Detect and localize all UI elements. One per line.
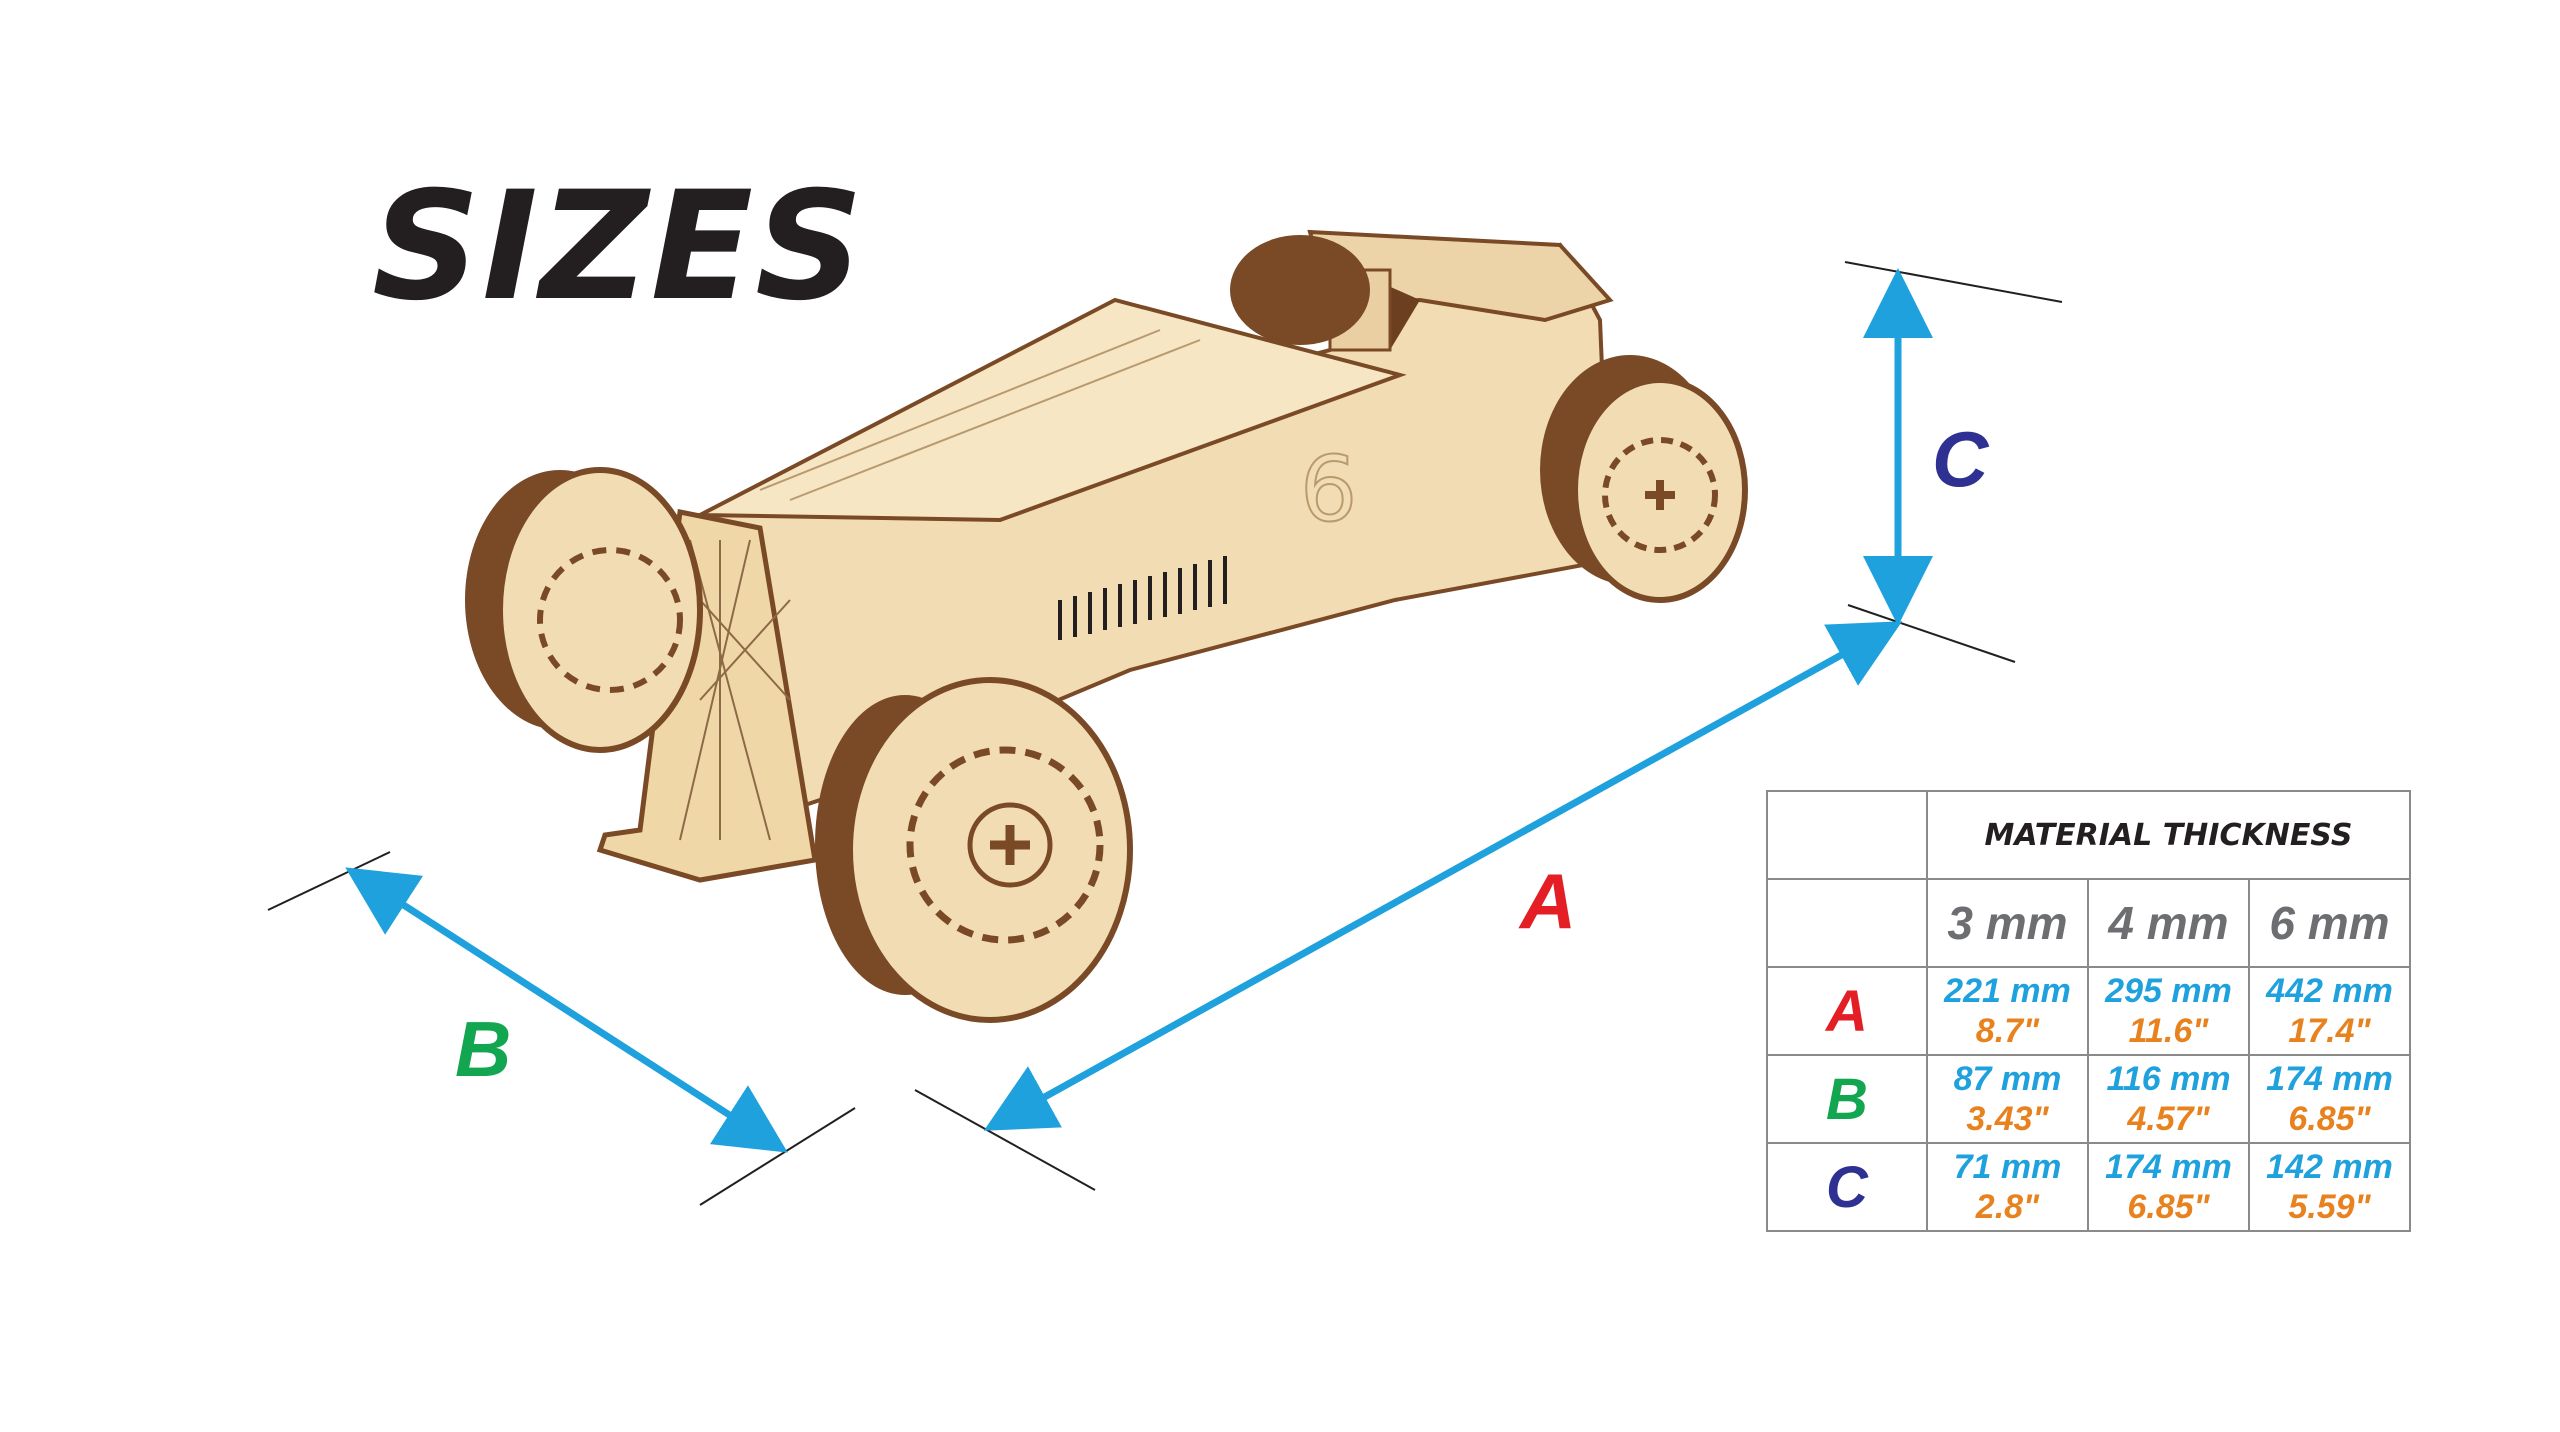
dimension-label-c: C [1932, 415, 1989, 503]
table-header: MATERIAL THICKNESS [1926, 790, 2411, 880]
value-inch: 6.85" [2127, 1188, 2210, 1226]
thickness-3mm: 3 mm [1926, 878, 2089, 968]
value-mm: 87 mm [1953, 1060, 2062, 1098]
value-mm: 116 mm [2106, 1060, 2231, 1098]
value-mm: 221 mm [1944, 972, 2071, 1010]
value-inch: 2.8" [1975, 1188, 2040, 1226]
arrow-b [345, 867, 788, 1153]
dimension-label-a: A [1520, 857, 1577, 945]
value-mm: 142 mm [2266, 1148, 2393, 1186]
row-label-c: C [1766, 1142, 1928, 1232]
value-inch: 5.59" [2288, 1188, 2371, 1226]
value-inch: 4.57" [2127, 1100, 2210, 1138]
row-label-a: A [1766, 966, 1928, 1056]
material-thickness-table: MATERIAL THICKNESS 3 mm 4 mm 6 mm A 221 … [1766, 790, 2411, 1232]
wheel-front-right [815, 677, 1133, 1023]
value-inch: 6.85" [2288, 1100, 2371, 1138]
value-inch: 11.6" [2128, 1012, 2209, 1050]
table-corner [1766, 790, 1928, 880]
dimension-label-b: B [455, 1005, 512, 1093]
value-mm: 174 mm [2105, 1148, 2232, 1186]
value-mm: 174 mm [2266, 1060, 2393, 1098]
row-label-b: B [1766, 1054, 1928, 1144]
wheel-rear-right [1540, 355, 1748, 603]
dimension-arrows [345, 268, 1933, 1153]
wheel-rear-left [1230, 235, 1370, 345]
arrow-a [983, 621, 1903, 1131]
value-inch: 17.4" [2288, 1012, 2371, 1050]
value-mm: 442 mm [2266, 972, 2393, 1010]
wheel-front-left [465, 467, 703, 753]
page-title: SIZES [372, 160, 866, 334]
value-inch: 8.7" [1975, 1012, 2040, 1050]
wooden-car: 6 [465, 229, 1748, 1023]
value-mm: 295 mm [2105, 972, 2232, 1010]
svg-text:6: 6 [1300, 437, 1357, 542]
thickness-4mm: 4 mm [2087, 878, 2250, 968]
thickness-6mm: 6 mm [2248, 878, 2411, 968]
value-mm: 71 mm [1953, 1148, 2062, 1186]
value-inch: 3.43" [1966, 1100, 2049, 1138]
